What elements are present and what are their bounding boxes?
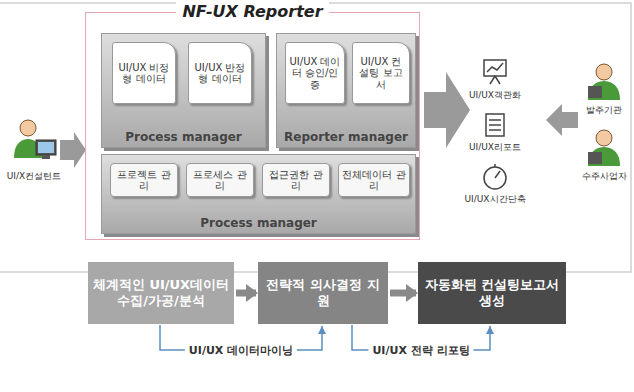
icon-label: UI/UX시간단축 [464,193,525,206]
manager-block: Process manager UI/UX 비정형 데이터 UI/UX 반정형 데이… [101,33,266,148]
icon-label: UI/UX객관화 [469,89,521,102]
node-text: 전체데이터 관리 [341,169,407,192]
node-text: 체계적인 UI/UX데이터 수집/가공/분석 [92,277,230,310]
node-text: 프로세스 관리 [189,169,251,192]
function-tag: 전체데이터 관리 [338,163,410,197]
client-icon [588,64,620,100]
stopwatch-icon [484,164,506,189]
node-text: 프로젝트 관리 [113,169,175,192]
node-text: UI/UX 반정형 데이터 [192,62,248,85]
chart-icon [484,60,506,84]
icon-label: UI/UX리포트 [469,141,521,154]
connector [390,290,416,297]
node-text: UI/UX 데이터 승인/인증 [289,56,341,91]
icon-label: UI/X컨설턴트 [7,170,61,183]
block-title: Process manager [200,216,317,230]
data-document: UI/UX 데이터 승인/인증 [285,42,345,104]
contractor-icon [588,130,620,166]
block-title: Reporter manager [284,130,408,144]
client-arrow [546,104,578,136]
function-tag: 프로젝트 관리 [110,163,178,197]
node-text: 자동화된 컨설팅보고서 생성 [422,277,562,310]
icon-label: 수주사업자 [582,170,627,183]
manager-block: Reporter manager UI/UX 데이터 승인/인증 UI/UX 컨설팅… [276,33,416,148]
data-document: UI/UX 반정형 데이터 [188,42,252,104]
system-frame: NF-UX ReporterProcess managerUI/UX 비정형 데… [85,12,420,240]
block-title: Process manager [125,130,242,144]
icon-label: 발주기관 [586,104,622,117]
step-box: 전략적 의사결정 지원 [258,262,388,324]
data-document: UI/UX 컨설팅 보고서 [352,42,410,104]
block-title: NF-UX Reporter [176,2,328,21]
function-tag: 접근권한 관리 [262,163,330,197]
node-text: 접근권한 관리 [265,169,327,192]
edge-label: UI/UX 데이터마이닝 [185,343,297,358]
consultant-icon [14,120,56,159]
report-icon [486,114,504,136]
manager-block: Process manager 프로젝트 관리 프로세스 관리 접근권한 관리 전체데이… [101,154,416,234]
node-text: UI/UX 비정형 데이터 [116,62,172,85]
edge-label: UI/UX 전략 리포팅 [368,343,473,358]
data-document: UI/UX 비정형 데이터 [112,42,176,104]
connector [236,290,256,297]
function-tag: 프로세스 관리 [186,163,254,197]
node-text: 전략적 의사결정 지원 [262,277,384,310]
outer-line [0,3,631,272]
step-box: 체계적인 UI/UX데이터 수집/가공/분석 [88,262,234,324]
output-arrow [424,72,470,148]
node-text: UI/UX 컨설팅 보고서 [356,56,406,91]
input-arrow [60,132,86,168]
step-box: 자동화된 컨설팅보고서 생성 [418,262,566,324]
